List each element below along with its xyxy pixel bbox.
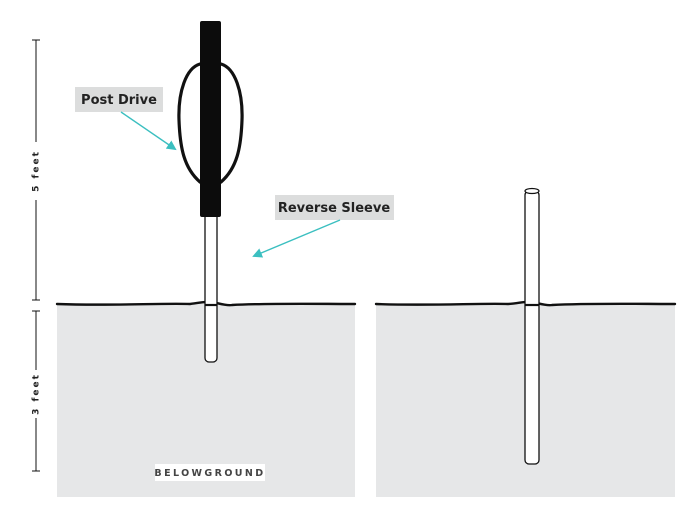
- post-top-cap-right: [524, 187, 540, 195]
- dimension-above: 5 feet: [32, 39, 42, 301]
- dimension-label-above: 5 feet: [32, 150, 42, 192]
- callout-label-reverse-sleeve: Reverse Sleeve: [278, 201, 391, 216]
- sleeve-post-left: [204, 209, 218, 363]
- callout-box-post-drive: [75, 87, 163, 112]
- right-post-assembly: [524, 187, 540, 465]
- belowground-label-box: [155, 464, 265, 481]
- sleeve-post-right: [524, 190, 540, 465]
- belowground-label-text: BELOWGROUND: [154, 468, 265, 479]
- post-driver-handle: [177, 62, 244, 184]
- callout-reverse-sleeve: Reverse Sleeve: [252, 195, 394, 258]
- callout-label-post-drive: Post Drive: [81, 93, 157, 108]
- arrow-reverse-sleeve: [252, 219, 341, 258]
- callout-box-reverse-sleeve: [275, 195, 394, 220]
- arrow-post-drive: [120, 111, 177, 151]
- post-driver-body: [200, 21, 221, 217]
- dimension-label-below: 3 feet: [32, 373, 42, 415]
- callout-post-drive: Post Drive: [75, 87, 177, 151]
- left-post-assembly: [177, 21, 244, 363]
- dimension-below: 3 feet: [32, 310, 42, 472]
- belowground-label: BELOWGROUND: [154, 464, 265, 481]
